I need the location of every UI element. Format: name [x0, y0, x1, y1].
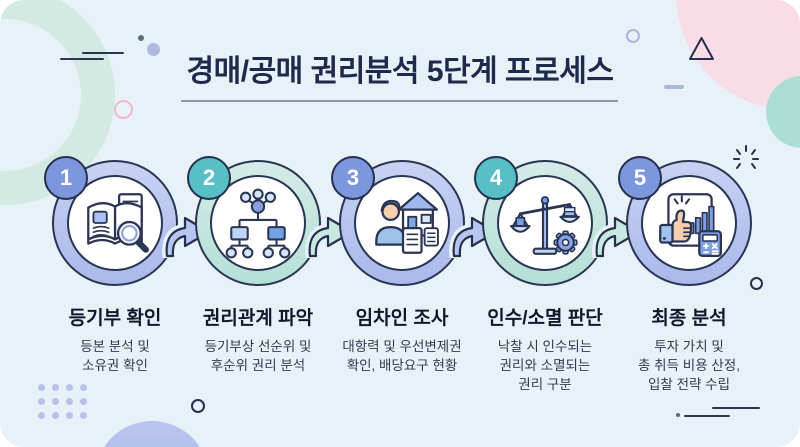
step-3-number-badge: 3: [331, 156, 375, 200]
step-2: 2 권리관계 파악 등기부상 선순위 및 후순위 권리 분석: [173, 156, 343, 375]
step-2-title: 권리관계 파악: [202, 308, 314, 329]
step-5-number-badge: 5: [618, 156, 662, 200]
book-magnifier-icon: [87, 193, 149, 253]
step-5-title: 최종 분석: [651, 308, 727, 329]
step-5-description: 투자 가치 및 총 취득 비용 산정, 입찰 전략 수립: [638, 339, 740, 392]
step-5: 5 최종 분석 투자 가치 및 총 취득 비용 산정, 입찰 전략 수립: [604, 156, 774, 394]
periwinkle-circle-decoration: [95, 421, 209, 447]
step-1-title: 등기부 확인: [68, 308, 162, 329]
thumbs-up-calculator-icon: [659, 193, 722, 258]
speed-line-decoration: [712, 407, 760, 409]
lavender-ring-decoration: [626, 29, 640, 43]
step-1-number-badge: 1: [44, 156, 88, 200]
step-3-title: 임차인 조사: [355, 308, 449, 329]
speed-line-decoration: [684, 415, 730, 417]
step-4-title: 인수/소멸 판단: [487, 308, 603, 329]
small-dot-decoration: [676, 413, 680, 417]
step-4: 4 인수/소멸 판단 낙찰 시 인수되는 권리와 소멸되는 권리 구분: [460, 156, 630, 394]
navy-ring-decoration: [191, 399, 205, 413]
step-3-description: 대항력 및 우선변제권 확인, 배당요구 현황: [342, 339, 462, 373]
step-3: 3 임차인 조사 대항력 및 우선변제권 확인, 배당요구 현황: [317, 156, 487, 375]
step-4-description: 낙찰 시 인수되는 권리와 소멸되는 권리 구분: [497, 339, 593, 392]
dot-grid-decoration: [38, 384, 92, 419]
page-title: 경매/공매 권리분석 5단계 프로세스: [186, 55, 614, 88]
step-4-number-badge: 4: [474, 156, 518, 200]
tenant-house-documents-icon: [375, 192, 439, 254]
step-2-description: 등기부상 선순위 및 후순위 권리 분석: [204, 339, 312, 373]
step-2-number-badge: 2: [187, 156, 231, 200]
step-1: 1 등기부 확인 등본 분석 및 소유권 확인: [30, 156, 200, 375]
step-1-description: 등본 분석 및 소유권 확인: [80, 339, 150, 373]
balance-scale-gear-icon: [510, 196, 580, 255]
small-dot-decoration: [138, 35, 144, 41]
pink-ring-decoration: [114, 100, 133, 119]
hierarchy-chart-icon: [225, 188, 291, 259]
step-3-ring: [339, 160, 465, 286]
title-underline: [181, 100, 618, 102]
step-5-ring: [626, 160, 752, 286]
